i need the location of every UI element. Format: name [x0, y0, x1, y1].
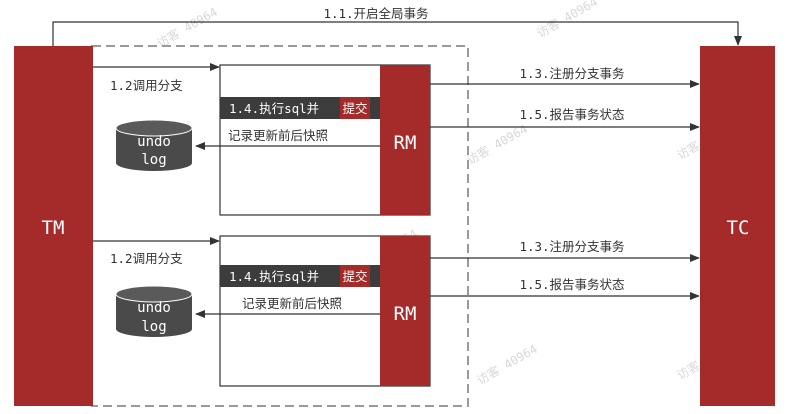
commit-highlight [340, 97, 370, 119]
watermark-text: 访客 40964 [464, 121, 530, 168]
tm-label: TM [42, 217, 65, 239]
register-branch-label: 1.3.注册分支事务 [519, 239, 624, 254]
tc-label: TC [727, 217, 750, 239]
watermark-text: 访客 40964 [154, 4, 220, 51]
db-cylinder-top [115, 285, 193, 303]
undo-log-db: undo log [115, 119, 193, 171]
rm-node [380, 236, 430, 386]
rm-label: RM [394, 132, 417, 154]
exec-sql-label: 1.4.执行sql并 [229, 269, 319, 284]
snapshot-label: 记录更新前后快照 [242, 296, 342, 311]
rm-node [380, 65, 430, 215]
call-branch-label: 1.2调用分支 [110, 78, 183, 93]
commit-highlight [340, 265, 370, 287]
db-cylinder-top [115, 119, 193, 137]
undo-log-db: undo log [115, 285, 193, 337]
call-branch-label: 1.2调用分支 [110, 251, 183, 266]
exec-sql-label: 1.4.执行sql并 [229, 101, 319, 116]
commit-label: 提交 [342, 101, 367, 116]
global-tx-label: 1.1.开启全局事务 [323, 6, 428, 21]
report-status-label: 1.5.报告事务状态 [519, 277, 624, 292]
watermark-text: 访客 40964 [474, 341, 540, 388]
tc-node [700, 46, 775, 406]
db-label-line2: log [141, 319, 166, 335]
db-label-line1: undo [137, 134, 171, 150]
branch-top: RM 1.2调用分支 1.4.执行sql并 提交 记录更新前后快照 undo l… [93, 63, 700, 216]
db-label-line2: log [141, 152, 166, 168]
watermark-text: 访客 40964 [534, 0, 600, 41]
db-cylinder-body [116, 128, 192, 171]
snapshot-label: 记录更新前后快照 [228, 128, 328, 143]
register-branch-label: 1.3.注册分支事务 [519, 66, 624, 81]
commit-label: 提交 [342, 269, 367, 284]
tm-node [14, 46, 93, 406]
report-status-label: 1.5.报告事务状态 [519, 107, 624, 122]
db-label-line1: undo [137, 300, 171, 316]
branch-bottom: RM 1.2调用分支 1.4.执行sql并 提交 记录更新前后快照 undo l… [93, 235, 700, 387]
global-tx-arrow [52, 21, 742, 46]
rm-label: RM [394, 303, 417, 325]
db-cylinder-body [116, 294, 192, 337]
